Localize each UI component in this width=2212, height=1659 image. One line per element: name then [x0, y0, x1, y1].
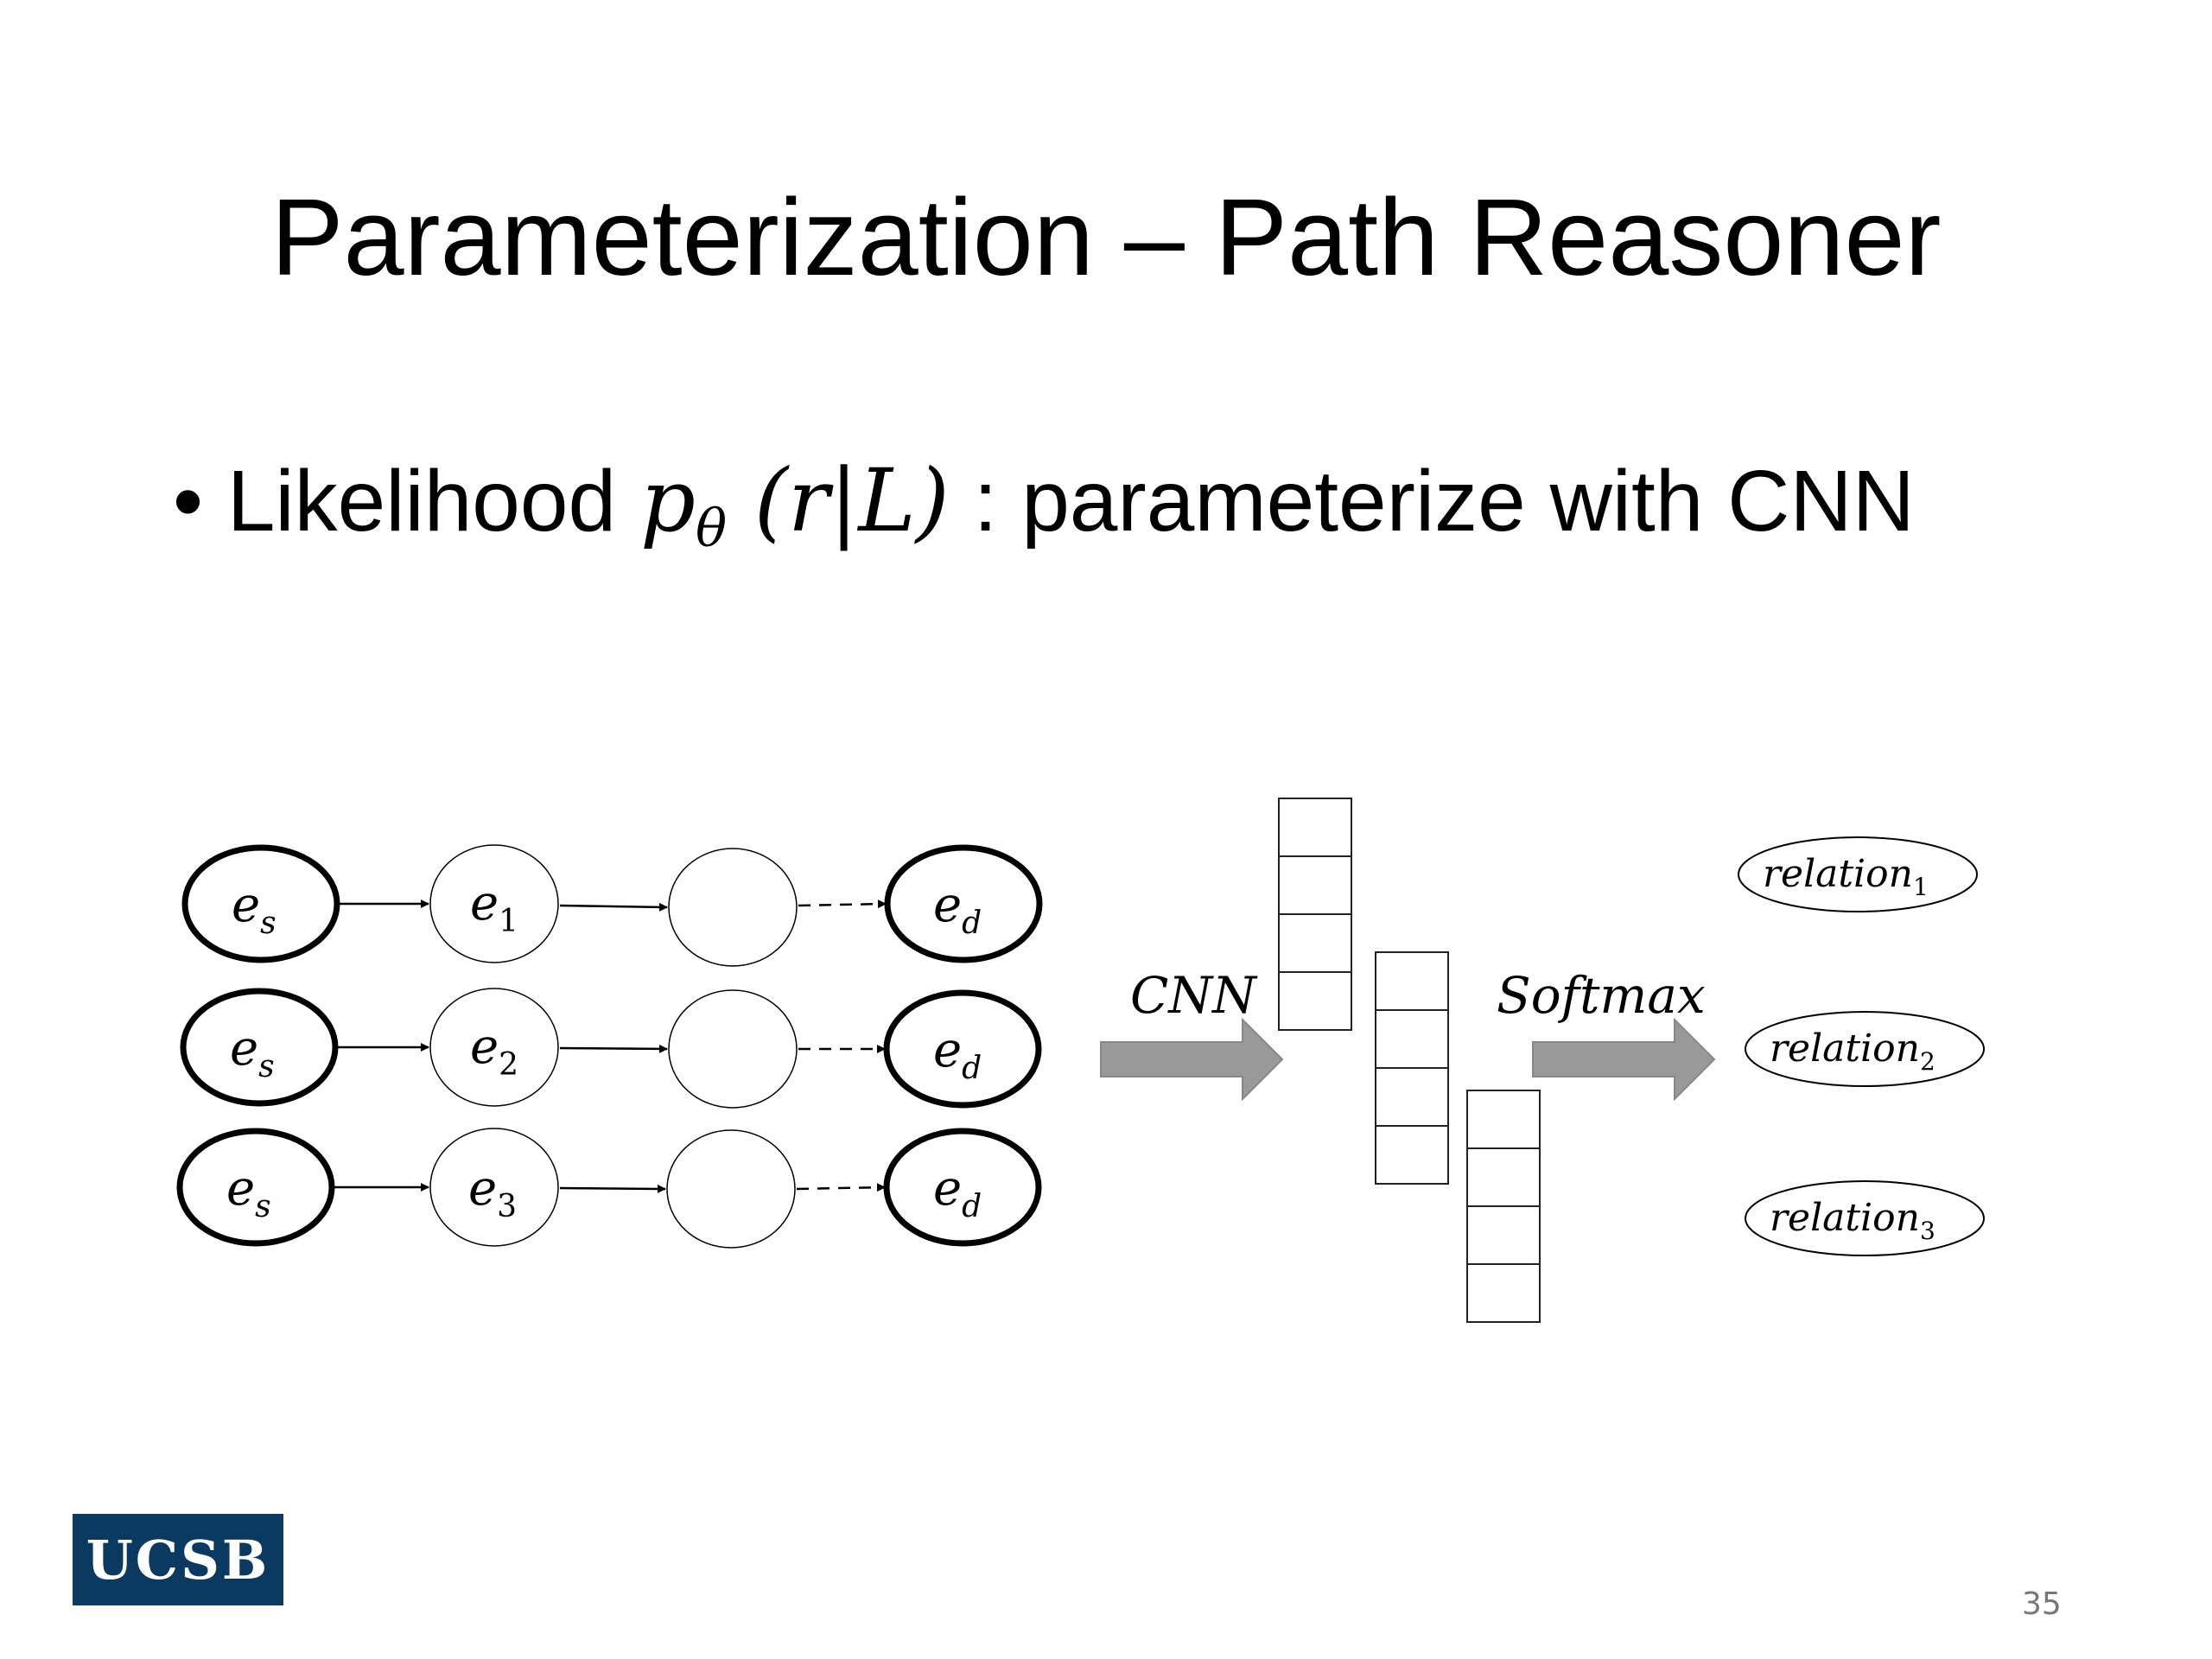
formula-theta: θ [695, 499, 728, 559]
feature-cell [1375, 1067, 1449, 1127]
relation-2-label: relation2 [1770, 1027, 1936, 1076]
likelihood-formula: pθ (r|L) [639, 450, 950, 556]
node-mid [429, 988, 559, 1107]
edge-mid-empty [559, 1044, 668, 1053]
node-start-label: es [226, 1160, 271, 1224]
feature-cell [1466, 1090, 1541, 1149]
node-end [883, 1128, 1042, 1247]
node-empty [668, 989, 798, 1109]
bullet-prefix: Likelihood [226, 453, 617, 550]
node-mid-label: e2 [470, 1019, 518, 1083]
cnn-arrow [1100, 1017, 1284, 1102]
formula-args: (r|L) [753, 450, 950, 551]
node-end [884, 844, 1043, 963]
node-mid [429, 1128, 559, 1247]
node-end-label: ed [933, 1160, 982, 1224]
ucsb-logo: UCSB [73, 1514, 283, 1605]
node-end [883, 989, 1042, 1109]
slide-title: Parameterization – Path Reasoner [270, 176, 1942, 298]
cnn-label: CNN [1130, 966, 1258, 1025]
node-start [181, 844, 340, 963]
edge-empty-end [796, 1183, 886, 1192]
feature-cell [1278, 913, 1352, 973]
node-start [180, 988, 339, 1107]
node-end-label: ed [933, 1022, 982, 1086]
feature-column-3 [1466, 1090, 1541, 1323]
relation-3: relation3 [1745, 1180, 1985, 1256]
edge-mid-empty [559, 1184, 666, 1193]
node-start [176, 1128, 335, 1247]
feature-cell [1278, 971, 1352, 1031]
path-row-3: es e3 ed [176, 1128, 1042, 1249]
page-number: 35 [2022, 1586, 2062, 1622]
feature-cell [1466, 1263, 1541, 1323]
node-mid [429, 844, 559, 963]
feature-cell [1375, 1009, 1449, 1069]
softmax-arrow [1532, 1017, 1716, 1102]
bullet-suffix: : parameterize with CNN [973, 453, 1915, 550]
feature-cell [1278, 855, 1352, 915]
node-start-label: es [230, 1020, 275, 1084]
relation-1: relation1 [1738, 836, 1978, 912]
formula-p: p [639, 450, 696, 551]
relation-1-label: relation1 [1763, 852, 1929, 901]
edge-empty-end [798, 899, 887, 909]
node-start-label: es [232, 877, 276, 941]
feature-column-1 [1278, 798, 1352, 1031]
bullet-marker: • [173, 453, 204, 550]
feature-cell [1278, 798, 1352, 857]
relation-3-label: relation3 [1770, 1196, 1936, 1245]
feature-cell [1375, 951, 1449, 1011]
feature-column-2 [1375, 951, 1449, 1185]
node-empty [666, 1129, 796, 1249]
node-end-label: ed [933, 877, 982, 941]
path-row-2: es e2 ed [180, 988, 1042, 1109]
node-empty [668, 848, 798, 967]
feature-cell [1466, 1205, 1541, 1265]
path-row-1: es e1 ed [181, 844, 1043, 967]
feature-cell [1466, 1147, 1541, 1207]
node-mid-label: e1 [470, 875, 518, 939]
softmax-label: Softmax [1497, 966, 1706, 1025]
edge-mid-empty [559, 902, 668, 912]
feature-cell [1375, 1125, 1449, 1185]
node-mid-label: e3 [468, 1160, 517, 1224]
relation-2: relation2 [1745, 1011, 1985, 1087]
bullet-likelihood: • Likelihood pθ (r|L) : parameterize wit… [173, 458, 1915, 556]
